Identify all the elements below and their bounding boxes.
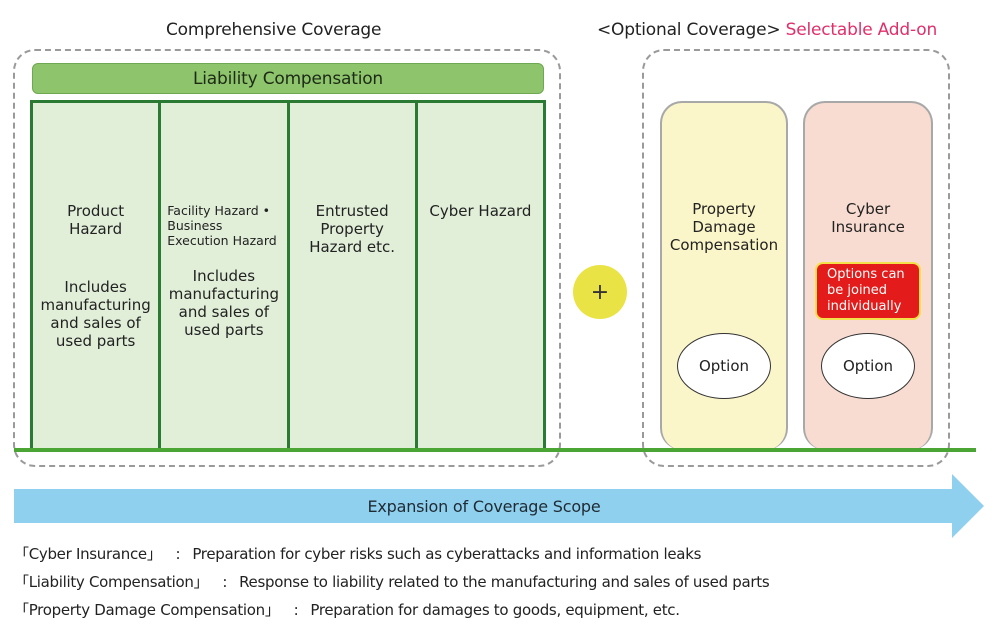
hazard-table: Product Hazard Includes manufacturing an… <box>30 100 546 450</box>
arrow-shape-icon <box>14 474 984 538</box>
legend-item: Liability Compensation: Response to liabi… <box>14 571 770 599</box>
hazard-title: Cyber Hazard <box>429 202 532 220</box>
hazard-product: Product Hazard Includes manufacturing an… <box>33 103 162 450</box>
coverage-baseline-overlay <box>14 448 976 452</box>
legend-term: Property Damage Compensation <box>14 601 280 619</box>
expansion-arrow: Expansion of Coverage Scope <box>14 474 984 538</box>
legend-description: Preparation for damages to goods, equipm… <box>310 601 680 619</box>
hazard-cyber: Cyber Hazard <box>418 103 543 450</box>
hazard-facility-business: Facility Hazard • Business Execution Haz… <box>161 103 290 450</box>
legend-separator: : <box>293 601 299 619</box>
option-button-cyber-insurance[interactable]: Option <box>821 333 915 399</box>
legend-description: Preparation for cyber risks such as cybe… <box>192 545 702 563</box>
legend-term: Liability Compensation <box>14 573 208 591</box>
legend-item: Cyber Insurance: Preparation for cyber ri… <box>14 543 769 571</box>
optional-coverage-group <box>642 49 950 467</box>
option-label: Option <box>698 357 750 375</box>
cyber-insurance-title: Cyber Insurance <box>831 200 905 236</box>
optional-coverage-label: <Optional Coverage> <box>597 20 781 40</box>
legend-item: Property Damage Compensation: Preparation… <box>14 599 769 627</box>
comprehensive-coverage-title: Comprehensive Coverage <box>166 20 382 40</box>
liability-compensation-label: Liability Compensation <box>193 68 383 89</box>
hazard-entrusted-property: Entrusted Property Hazard etc. <box>290 103 418 450</box>
option-button-property-damage[interactable]: Option <box>677 333 771 399</box>
option-label: Option <box>842 357 894 375</box>
plus-icon: + <box>573 265 627 319</box>
cyber-insurance-card: Cyber Insurance Options can be joined in… <box>803 101 933 450</box>
legend-description: Response to liability related to the man… <box>239 573 770 591</box>
arrow-body <box>14 474 984 538</box>
comprehensive-coverage-group <box>13 49 561 467</box>
legend-term: Cyber Insurance <box>14 545 162 563</box>
hazard-title: Entrusted Property Hazard etc. <box>309 202 396 256</box>
hazard-note: Includes manufacturing and sales of used… <box>40 278 151 350</box>
individual-option-badge: Options can be joined individually <box>815 262 921 320</box>
selectable-addon-label: Selectable Add-on <box>785 20 938 40</box>
hazard-title: Product Hazard <box>67 202 125 238</box>
legend-separator: : <box>175 545 181 563</box>
legend: Cyber Insurance: Preparation for cyber ri… <box>14 543 770 627</box>
expansion-arrow-label: Expansion of Coverage Scope <box>367 496 601 516</box>
legend-separator: : <box>222 573 228 591</box>
hazard-note: Includes manufacturing and sales of used… <box>168 267 280 339</box>
liability-compensation-bar: Liability Compensation <box>32 63 544 94</box>
hazard-title: Facility Hazard • Business Execution Haz… <box>167 203 277 248</box>
plus-symbol: + <box>590 279 610 305</box>
property-damage-card: Property Damage Compensation Option <box>660 101 788 450</box>
optional-coverage-title: <Optional Coverage> Selectable Add-on <box>597 20 937 40</box>
property-damage-title: Property Damage Compensation <box>669 200 779 254</box>
